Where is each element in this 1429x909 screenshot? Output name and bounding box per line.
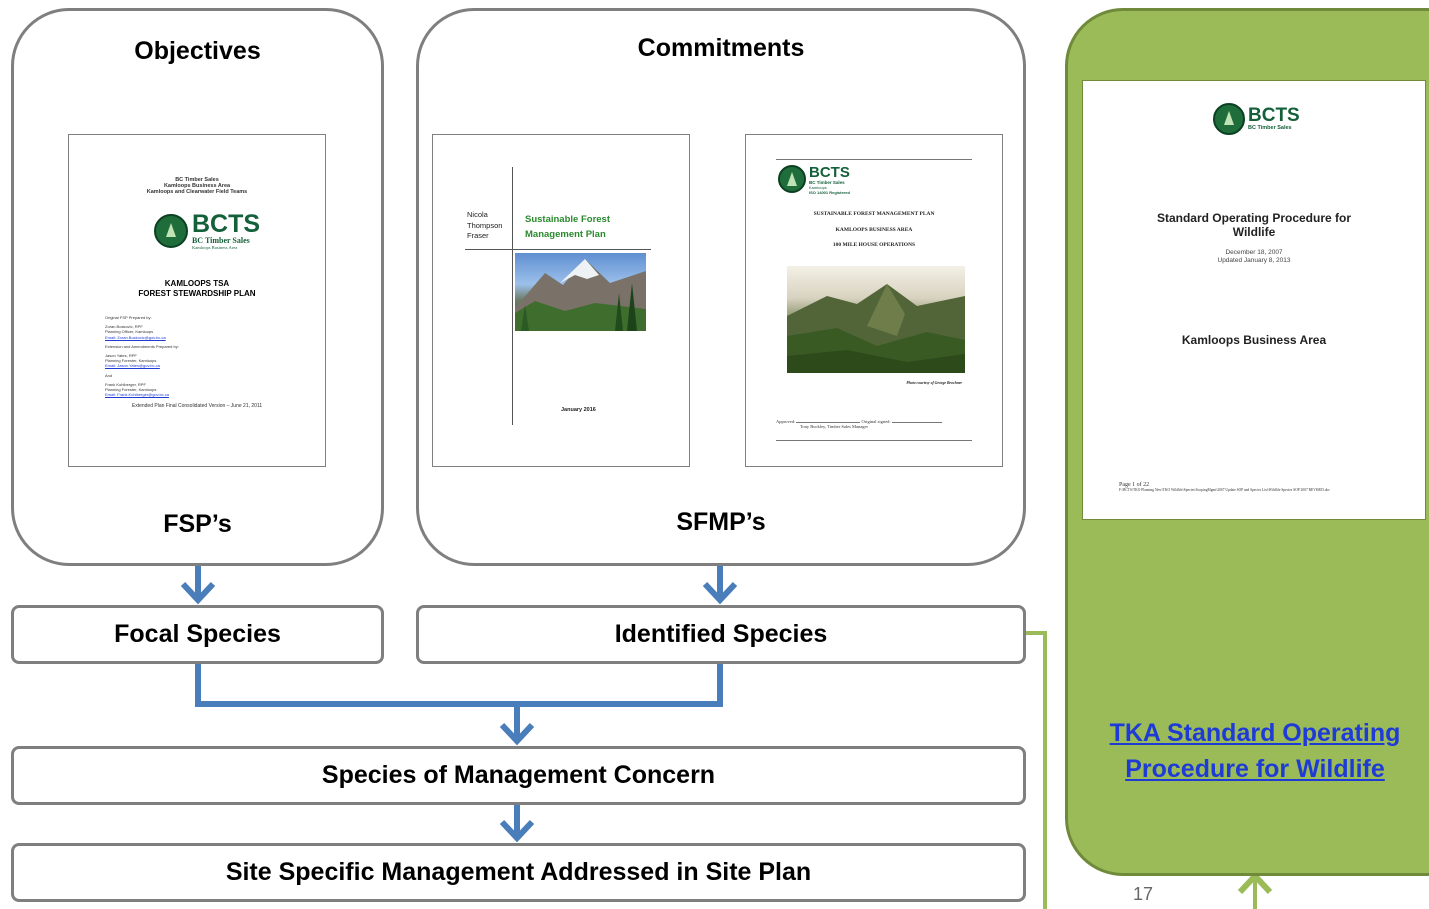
bcts-logo: BCTS BC Timber Sales Kamloops Business A… <box>147 209 267 253</box>
fsp-logo-sub2: Kamloops Business Area <box>191 245 238 250</box>
tka-sop-link-line2[interactable]: Procedure for Wildlife <box>1125 755 1385 783</box>
fsp-logo-text: BCTS <box>191 210 261 238</box>
sfmp1-region-name: Fraser <box>467 231 489 240</box>
sfmp-document-thumbnail-1[interactable]: Nicola Thompson Fraser Sustainable Fores… <box>432 134 690 467</box>
green-arrow-head <box>1237 871 1273 895</box>
fsp-body-line: Planning Forester, Kamloops <box>105 358 157 364</box>
fsp-document-thumbnail[interactable]: BC Timber Sales Kamloops Business Area K… <box>68 134 326 467</box>
sfmp1-vertical-rule <box>512 167 513 425</box>
fsp-footer: Extended Plan Final Consolidated Version… <box>131 403 263 409</box>
identified-species-box: Identified Species <box>416 605 1026 664</box>
sfmp2-line3: 100 MILE HOUSE OPERATIONS <box>832 242 916 248</box>
sop-page-number: Page 1 of 22 <box>1119 482 1150 488</box>
sfmp2-approved: Approved: <box>776 419 796 424</box>
sfmp1-title-line1: Sustainable Forest <box>525 214 610 225</box>
site-specific-management-box: Site Specific Management Addressed in Si… <box>11 843 1026 902</box>
fsp-logo-sub: BC Timber Sales <box>191 236 250 245</box>
sop-title-line1: Standard Operating Procedure for <box>1156 211 1352 225</box>
fsp-body-line: Planning Forester, Kamloops <box>105 387 157 393</box>
fsp-header-line1: BC Timber Sales <box>175 177 219 183</box>
sfmp1-region-name: Thompson <box>467 220 503 230</box>
fsp-body-link: Email: Zoran.Boskovic@gov.bc.ca <box>105 334 166 340</box>
fsp-title-line1: KAMLOOPS TSA <box>164 279 230 288</box>
sfmp1-mountain-art <box>515 259 646 331</box>
sop-bcts-logo: BCTS BC Timber Sales <box>1213 103 1300 135</box>
fsp-body-line: Jason Yates, RPF <box>105 353 137 359</box>
fsp-label: FSP’s <box>163 510 232 538</box>
fsp-body-line: Zoran Boskovic, RPF <box>105 324 143 330</box>
fsp-body-link: Email: Jason.Yates@gov.bc.ca <box>105 363 160 369</box>
sfmp2-bcts-tree-icon <box>778 165 806 193</box>
sop-logo-text: BCTS <box>1248 105 1300 126</box>
sfmp2-logo: BCTS BC Timber Sales Kamloops ISO 14001 … <box>778 165 850 195</box>
focal-species-box: Focal Species <box>11 605 384 664</box>
sfmp2-line2: KAMLOOPS BUSINESS AREA <box>835 226 913 233</box>
green-connector <box>1026 631 1047 909</box>
sfmp2-bottom-rule <box>776 440 972 441</box>
bcts-logo-tree-icon <box>153 214 188 248</box>
sop-document-thumbnail[interactable]: BCTS BC Timber Sales Standard Operating … <box>1082 80 1426 520</box>
sfmp1-title-line2: Management Plan <box>525 229 606 240</box>
sfmp2-logo-sub2: Kamloops <box>809 185 827 190</box>
sfmp-label: SFMP’s <box>676 508 766 536</box>
slide-number: 17 <box>1133 884 1154 904</box>
merge-arrow-head <box>499 722 535 746</box>
sop-area: Kamloops Business Area <box>1181 333 1327 347</box>
tka-sop-link[interactable]: TKA Standard Operating Procedure for Wil… <box>1075 715 1429 787</box>
sfmp2-logo-sub3: ISO 14001 Registered <box>809 190 850 195</box>
sfmp2-valley-art <box>787 284 965 373</box>
sfmp2-signer: Tony Buckley, Timber Sales Manager <box>800 424 869 429</box>
fsp-body-line: Original FSP Prepared by: <box>105 315 152 320</box>
sfmp-document-thumbnail-2[interactable]: BCTS BC Timber Sales Kamloops ISO 14001 … <box>745 134 1003 467</box>
sop-file-path: F:\BCTS\TKO Planning New\TKO Wildlife\Sp… <box>1119 488 1330 492</box>
sfmp-arrow-head <box>702 581 738 605</box>
sop-date2: Updated January 8, 2013 <box>1217 256 1291 264</box>
fsp-body-line: Frank Kohlberger, RPF <box>105 381 146 387</box>
fsp-body-line: And <box>105 372 113 378</box>
sfmp1-horizontal-rule <box>465 249 651 250</box>
merge-connector <box>195 664 723 707</box>
fsp-body-line: Extension and Amendments Prepared by: <box>105 343 179 349</box>
sop-bcts-tree-icon <box>1213 103 1245 135</box>
sfmp2-original-signed: Original signed: <box>861 419 891 424</box>
fsp-title-line2: FOREST STEWARDSHIP PLAN <box>138 289 256 298</box>
sfmp2-line1: SUSTAINABLE FOREST MANAGEMENT PLAN <box>813 211 935 217</box>
objectives-title: Objectives <box>134 37 261 65</box>
concern-arrow-head <box>499 819 535 843</box>
sfmp2-logo-text: BCTS <box>809 164 850 181</box>
fsp-body-text: Original FSP Prepared by: Zoran Boskovic… <box>105 315 285 397</box>
species-of-management-concern-box: Species of Management Concern <box>11 746 1026 805</box>
fsp-body-line: Planning Officer, Kamloops <box>105 329 154 335</box>
sop-date1: December 18, 2007 <box>1225 249 1283 256</box>
sfmp2-photo-credit: Photo courtesy of George Brochner <box>906 381 962 385</box>
fsp-body-link: Email: Frank.Kohlberger@gov.bc.ca <box>105 392 170 398</box>
fsp-header-line3: Kamloops and Clearwater Field Teams <box>146 189 248 195</box>
sop-title-line2: Wildlife <box>1232 225 1276 239</box>
sfmp1-date: January 2016 <box>561 407 596 413</box>
sfmp2-top-rule <box>776 159 972 160</box>
sfmp1-mountain-photo <box>515 253 646 331</box>
commitments-title: Commitments <box>637 34 805 62</box>
fsp-arrow-head <box>180 581 216 605</box>
sfmp2-valley-photo <box>787 266 965 373</box>
sfmp2-logo-sub1: BC Timber Sales <box>809 180 845 185</box>
sop-logo-sub: BC Timber Sales <box>1248 125 1292 131</box>
sfmp1-region-name: Nicola <box>467 210 488 219</box>
fsp-header-line2: Kamloops Business Area <box>163 183 231 189</box>
tka-sop-link-line1[interactable]: TKA Standard Operating <box>1109 719 1401 747</box>
